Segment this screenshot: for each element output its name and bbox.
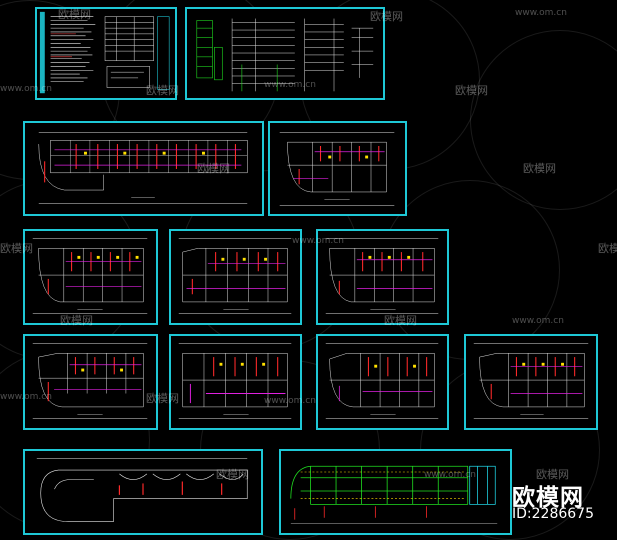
sheet-floor-plan-f[interactable] [316,334,449,430]
sheet-floor-plan-d[interactable] [23,334,158,430]
brand-logo: 欧模网 [512,485,584,511]
watermark-site: www.om.cn [515,8,567,18]
sheet-roof-plan[interactable] [23,449,263,535]
sheet-floor-plan-c[interactable] [316,229,449,325]
sheet-lightning-plan[interactable] [279,449,512,535]
sheet-ground-floor-long[interactable] [23,121,264,216]
sheet-ground-floor-end[interactable] [268,121,407,216]
watermark-site: www.om.cn [512,316,564,326]
sheet-floor-plan-b[interactable] [169,229,302,325]
sheet-design-notes[interactable] [35,7,177,100]
watermark-brand: 欧模网 [598,242,617,255]
watermark-brand: 欧模网 [455,84,488,97]
watermark-circle [470,30,617,210]
sheet-system-diagram[interactable] [185,7,385,100]
sheet-floor-plan-a[interactable] [23,229,158,325]
sheet-floor-plan-g[interactable] [464,334,598,430]
model-id-label: ID:2286675 [512,506,594,522]
sheet-floor-plan-e[interactable] [169,334,302,430]
watermark-brand: 欧模网 [523,162,556,175]
